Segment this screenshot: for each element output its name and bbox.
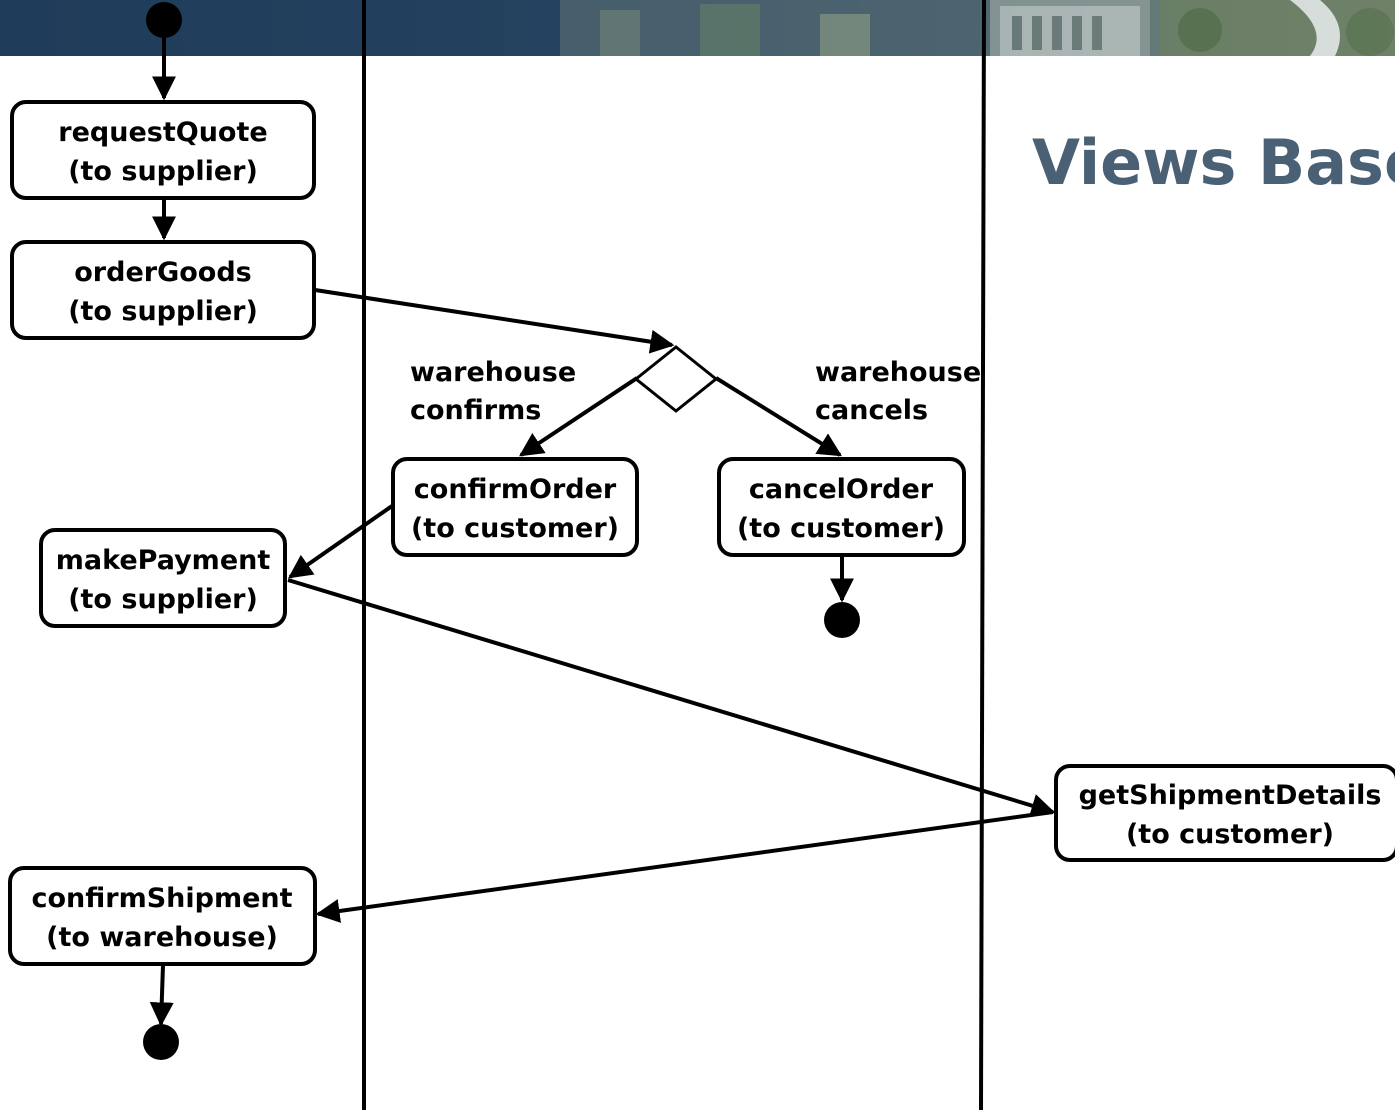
final-node-cancel xyxy=(824,602,860,638)
edge-decision-to-cancel-order xyxy=(714,376,843,457)
final-node-shipment xyxy=(143,1024,179,1060)
action-cancel-order: cancelOrder (to customer) xyxy=(717,457,966,557)
svg-text:orderGoods: orderGoods xyxy=(74,257,251,288)
svg-text:(to customer): (to customer) xyxy=(1126,819,1334,850)
edge-confirm-order-to-make-payment xyxy=(288,504,394,579)
svg-text:warehouse: warehouse xyxy=(410,357,576,388)
svg-text:(to warehouse): (to warehouse) xyxy=(46,922,278,953)
action-get-shipment-details: getShipmentDetails (to customer) xyxy=(1054,764,1395,862)
header-banner xyxy=(0,0,1395,56)
edge-get-shipment-details-to-confirm-shipment xyxy=(315,810,1054,923)
edge-confirm-shipment-to-end xyxy=(149,964,174,1027)
edges xyxy=(149,28,1056,1027)
svg-text:cancelOrder: cancelOrder xyxy=(749,474,934,505)
action-make-payment: makePayment (to supplier) xyxy=(39,528,287,628)
svg-text:getShipmentDetails: getShipmentDetails xyxy=(1079,780,1382,811)
svg-text:confirmOrder: confirmOrder xyxy=(414,474,617,505)
svg-text:(to customer): (to customer) xyxy=(737,513,945,544)
svg-text:(to supplier): (to supplier) xyxy=(68,156,258,187)
svg-text:warehouse: warehouse xyxy=(815,357,981,388)
guard-warehouse-cancels: warehouse cancels xyxy=(815,357,981,426)
action-confirm-shipment: confirmShipment (to warehouse) xyxy=(8,866,317,966)
decision-node xyxy=(633,345,719,413)
edge-order-goods-to-decision xyxy=(314,288,675,354)
svg-text:(to supplier): (to supplier) xyxy=(68,296,258,327)
edge-decision-to-confirm-order xyxy=(519,376,639,457)
svg-text:makePayment: makePayment xyxy=(56,545,271,576)
action-confirm-order: confirmOrder (to customer) xyxy=(391,457,639,557)
edge-make-payment-to-get-shipment-details xyxy=(287,578,1056,818)
swimlane-divider-2 xyxy=(979,0,986,1110)
svg-text:confirms: confirms xyxy=(410,395,541,426)
header-photo xyxy=(560,0,1395,56)
svg-text:requestQuote: requestQuote xyxy=(58,117,267,148)
svg-text:(to supplier): (to supplier) xyxy=(68,584,258,615)
svg-text:(to customer): (to customer) xyxy=(411,513,619,544)
svg-text:confirmShipment: confirmShipment xyxy=(31,883,292,914)
svg-text:cancels: cancels xyxy=(815,395,928,426)
action-order-goods: orderGoods (to supplier) xyxy=(10,240,316,340)
action-request-quote: requestQuote (to supplier) xyxy=(10,100,316,200)
slide-title: Views Base xyxy=(1032,126,1395,199)
guard-warehouse-confirms: warehouse confirms xyxy=(410,357,576,426)
initial-node xyxy=(146,2,182,38)
